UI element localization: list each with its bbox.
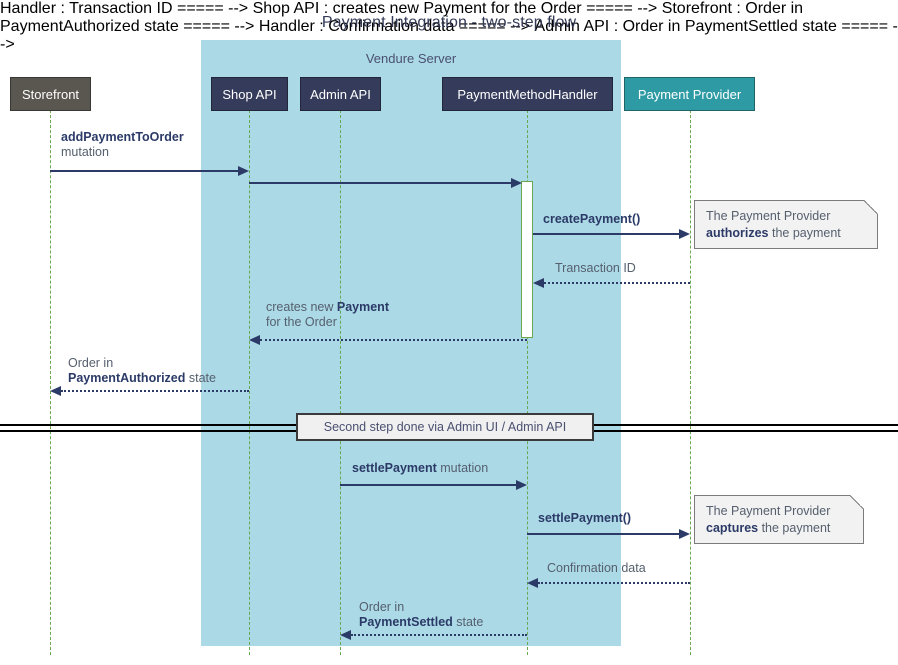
lifeline-admin-api [340,110,341,655]
message-strong-settle-payment-mutation: settlePayment [352,461,437,475]
message-label-order-payment-authorized: Order in PaymentAuthorized state [68,356,216,386]
arrow-head-order-payment-settled [340,630,351,640]
arrow-head-confirmation-data [527,578,538,588]
message-arrow-order-payment-settled [351,634,527,636]
message-line1-order-payment-settled: Order in [359,600,405,614]
message-label-order-payment-settled: Order in PaymentSettled state [359,600,483,630]
note-line1-authorizes: The Payment Provider [706,209,831,223]
lifeline-payment-method-handler [527,110,528,655]
participant-payment-provider[interactable]: Payment Provider [624,77,755,111]
participant-shop-api[interactable]: Shop API [211,77,288,111]
message-arrow-confirmation-data [538,582,690,584]
message-strong-create-payment: createPayment() [543,212,641,226]
note-line2-strong-authorizes: authorizes [706,226,769,240]
message-line2-rest-order-payment-settled: state [452,615,484,629]
message-rest-confirmation-data: Confirmation data [547,561,646,575]
arrow-head-settle-payment-call [679,529,690,539]
participant-label-payment-provider: Payment Provider [637,86,742,102]
message-strong-settle-payment-call: settlePayment() [538,511,632,525]
note-line2-strong-captures: captures [706,521,759,535]
message-rest-add-payment-to-order: mutation [61,145,109,159]
message-arrow-order-payment-authorized [61,390,249,392]
group-box-vendure-server [201,40,621,646]
arrow-head-creates-new-payment [249,335,260,345]
message-arrow-add-payment-to-order [50,170,238,172]
note-fold-corner-icon [850,495,864,509]
message-arrow-settle-payment-mutation [340,484,516,486]
message-label-add-payment-to-order: addPaymentToOrder mutation [61,130,184,160]
message-label-confirmation-data: Confirmation data [547,561,646,576]
arrow-head-create-payment [679,229,690,239]
participant-label-admin-api: Admin API [310,86,371,102]
participant-label-storefront: Storefront [21,86,80,102]
message-line2-creates-new-payment: for the Order [266,315,337,329]
arrow-head-shop-api-to-handler [511,178,522,188]
note-fold-corner-icon [864,200,878,214]
message-label-create-payment: createPayment() [543,212,640,227]
message-label-transaction-id: Transaction ID [555,261,636,276]
message-arrow-creates-new-payment [260,339,527,341]
message-line1-strong-creates-new-payment: Payment [336,300,389,314]
message-arrow-shop-api-to-handler [249,182,511,184]
participant-payment-method-handler[interactable]: PaymentMethodHandler [442,77,613,111]
message-arrow-transaction-id [544,282,690,284]
arrow-head-add-payment-to-order [238,166,249,176]
message-label-creates-new-payment: creates new Payment for the Order [266,300,389,330]
message-line2-strong-order-payment-settled: PaymentSettled [359,615,453,629]
message-rest-settle-payment-mutation: mutation [436,461,489,475]
arrow-head-transaction-id [533,278,544,288]
note-payment-provider-captures: The Payment Provider captures the paymen… [694,495,864,544]
group-label-vendure-server: Vendure Server [365,51,457,66]
lifeline-payment-provider [690,110,691,655]
message-label-settle-payment-call: settlePayment() [538,511,631,526]
message-line2-strong-order-payment-authorized: PaymentAuthorized [68,371,186,385]
activation-bar-payment-method-handler [521,181,533,338]
note-line1-captures: The Payment Provider [706,504,831,518]
message-rest-transaction-id: Transaction ID [555,261,636,275]
message-arrow-settle-payment-call [527,533,679,535]
message-line2-rest-order-payment-authorized: state [185,371,216,385]
message-label-settle-payment-mutation: settlePayment mutation [352,461,488,476]
note-line2-rest-captures: the payment [758,521,831,535]
arrow-head-settle-payment-mutation [516,480,527,490]
message-line1-order-payment-authorized: Order in [68,356,114,370]
participant-storefront[interactable]: Storefront [10,77,91,111]
page-title: Payment Integration - two-step flow [321,14,577,31]
participant-label-shop-api: Shop API [222,86,277,102]
message-strong-add-payment-to-order: addPaymentToOrder [61,130,184,144]
divider-label-text: Second step done via Admin UI / Admin AP… [323,420,567,434]
participant-admin-api[interactable]: Admin API [300,77,381,111]
note-payment-provider-authorizes: The Payment Provider authorizes the paym… [694,200,878,249]
note-line2-rest-authorizes: the payment [768,226,841,240]
arrow-head-order-payment-authorized [50,386,61,396]
message-line1-pre-creates-new-payment: creates new [266,300,337,314]
divider-label-box: Second step done via Admin UI / Admin AP… [296,413,594,441]
lifeline-shop-api [249,110,250,655]
participant-label-payment-method-handler: PaymentMethodHandler [457,86,598,102]
lifeline-storefront [50,110,51,655]
message-arrow-create-payment [533,233,679,235]
